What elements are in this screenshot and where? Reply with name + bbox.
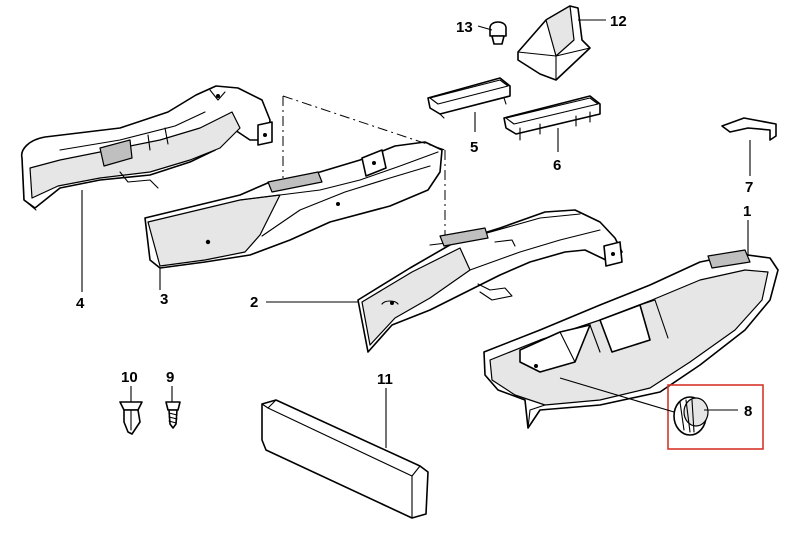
part-4-trim[interactable] bbox=[20, 85, 273, 211]
callout-8: 8 bbox=[744, 403, 752, 420]
part-7-clip[interactable] bbox=[721, 117, 777, 141]
part-8-knob[interactable] bbox=[673, 396, 709, 436]
leader-13 bbox=[477, 25, 493, 31]
part-10-clip[interactable] bbox=[119, 401, 143, 435]
callout-11: 11 bbox=[377, 371, 393, 388]
part-6-cover[interactable] bbox=[503, 95, 601, 141]
part-13-plug[interactable] bbox=[489, 21, 507, 45]
callout-13: 13 bbox=[456, 19, 473, 36]
part-11-pad[interactable] bbox=[261, 399, 429, 519]
part-12-bracket[interactable] bbox=[517, 5, 591, 81]
callout-7: 7 bbox=[745, 179, 753, 196]
callout-6: 6 bbox=[553, 157, 561, 174]
callout-3: 3 bbox=[160, 291, 168, 308]
callout-12: 12 bbox=[610, 13, 627, 30]
callout-9: 9 bbox=[166, 369, 174, 386]
highlight-box-part-8 bbox=[667, 384, 764, 450]
leader-8 bbox=[559, 377, 738, 413]
callout-4: 4 bbox=[76, 295, 85, 312]
callout-1: 1 bbox=[743, 203, 751, 220]
callout-10: 10 bbox=[121, 369, 138, 386]
part-9-screw[interactable] bbox=[165, 401, 181, 429]
part-1-trim[interactable] bbox=[483, 249, 779, 429]
callout-5: 5 bbox=[470, 139, 478, 156]
part-2-trim[interactable] bbox=[357, 209, 623, 353]
part-5-cap[interactable] bbox=[427, 77, 511, 119]
part-3-trim[interactable] bbox=[144, 141, 443, 269]
callout-2: 2 bbox=[250, 294, 258, 311]
